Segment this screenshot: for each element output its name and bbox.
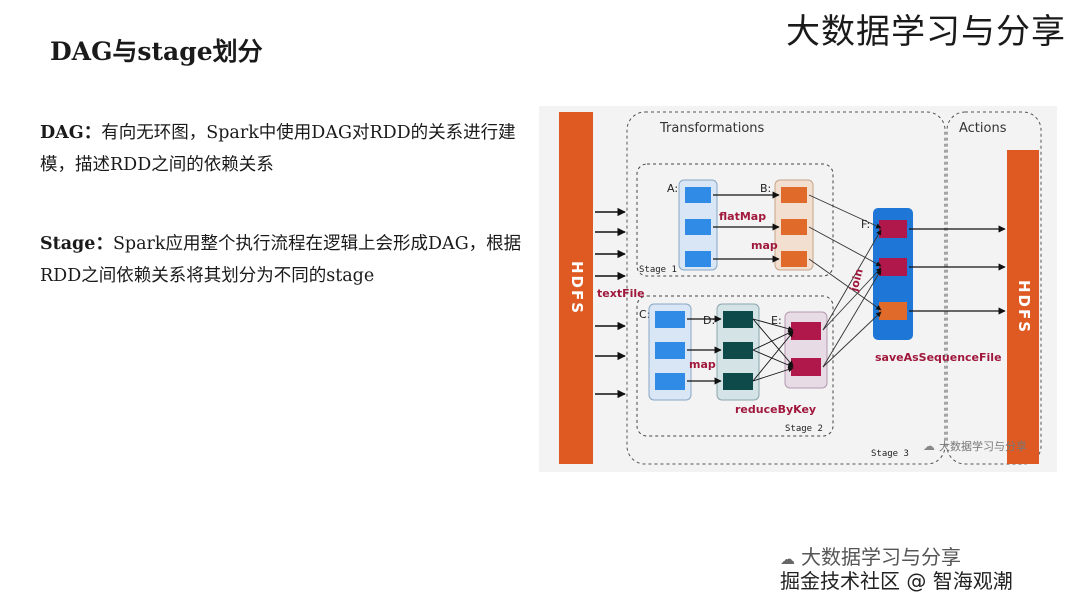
wechat-icon: ☁ [780,550,795,568]
join-arrows [808,194,882,368]
actions-region [946,111,1042,465]
map-label-stage1: map [751,239,778,252]
stage-term: Stage [40,234,96,254]
actions-label: Actions [959,121,1007,136]
reducebykey-arrows [752,318,794,382]
footer-watermark: ☁ 大数据学习与分享 掘金技术社区 @ 智海观潮 [780,546,1013,592]
reducebykey-label: reduceByKey [735,403,816,416]
rdd-c-partition-1 [655,311,685,328]
rdd-d-partition-2 [723,342,753,359]
rdd-c-partition-3 [655,373,685,390]
stage-paragraph: Stage：Spark应用整个执行流程在逻辑上会形成DAG，根据RDD之间依赖关… [40,228,528,292]
map-label-stage2: map [689,358,716,371]
dag-stage-diagram: Transformations Actions Stage 1 Stage 2 … [539,106,1057,472]
hdfs-left-label: HDFS [568,261,586,315]
rdd-c-label: C: [639,308,650,321]
transformations-label: Transformations [659,121,765,136]
rdd-a-partition-2 [685,219,711,235]
stage3-label: Stage 3 [871,449,909,459]
rdd-c-partition-2 [655,342,685,359]
join-label: join [847,267,866,293]
dag-description: 有向无环图，Spark中使用DAG对RDD的关系进行建模，描述RDD之间的依赖关… [40,123,516,175]
save-label: saveAsSequenceFile [875,351,1002,364]
save-arrows [909,225,1006,315]
rdd-f-partition-2 [879,258,907,276]
diagram-svg: Transformations Actions Stage 1 Stage 2 … [559,111,1042,465]
stage1-region [636,163,834,277]
stage2-label: Stage 2 [785,424,823,434]
hdfs-left-bar [559,112,593,464]
dag-separator: ： [83,123,102,143]
rdd-a-label: A: [667,182,678,195]
transformations-region [626,111,946,465]
hdfs-input-arrows [595,207,626,399]
rdd-f-partition-1 [879,220,907,238]
rdd-b-partition-2 [781,219,807,235]
rdd-d-label: D: [703,314,715,327]
rdd-f-label: F: [861,218,870,231]
rdd-a-partition-1 [685,187,711,203]
stage1-label: Stage 1 [639,265,677,275]
rdd-e-label: E: [771,314,782,327]
dag-paragraph: DAG：有向无环图，Spark中使用DAG对RDD的关系进行建模，描述RDD之间… [40,117,528,181]
footer-watermark-line2: 掘金技术社区 @ 智海观潮 [780,569,1013,593]
rdd-e-partition-1 [791,322,821,340]
stage2-region [636,295,834,437]
stage1-arrows [713,191,780,263]
footer-watermark-line1-text: 大数据学习与分享 [801,545,961,569]
hdfs-right-label: HDFS [1015,280,1033,334]
brand-title: 大数据学习与分享 [786,12,1066,52]
footer-watermark-line1: ☁ 大数据学习与分享 [780,546,1013,570]
slide-title: DAG与stage划分 [50,37,263,66]
rdd-b-partition-3 [781,251,807,267]
rdd-f-partition-3 [879,302,907,320]
stage-separator: ： [95,234,113,254]
rdd-d-partition-1 [723,311,753,328]
textfile-label: textFile [597,287,645,300]
rdd-a-partition-3 [685,251,711,267]
rdd-e-partition-2 [791,358,821,376]
watermark-swirl-icon: ☁ [923,439,935,453]
stage-description: Spark应用整个执行流程在逻辑上会形成DAG，根据RDD之间依赖关系将其划分为… [40,234,522,286]
figure-watermark: 大数据学习与分享 [939,439,1027,453]
hdfs-right-bar [1007,150,1039,464]
rdd-b-partition-1 [781,187,807,203]
rdd-b-label: B: [760,182,771,195]
rdd-d-partition-3 [723,373,753,390]
dag-term: DAG [40,123,84,143]
stage2-map-arrows [687,315,722,385]
flatmap-label: flatMap [719,210,766,223]
